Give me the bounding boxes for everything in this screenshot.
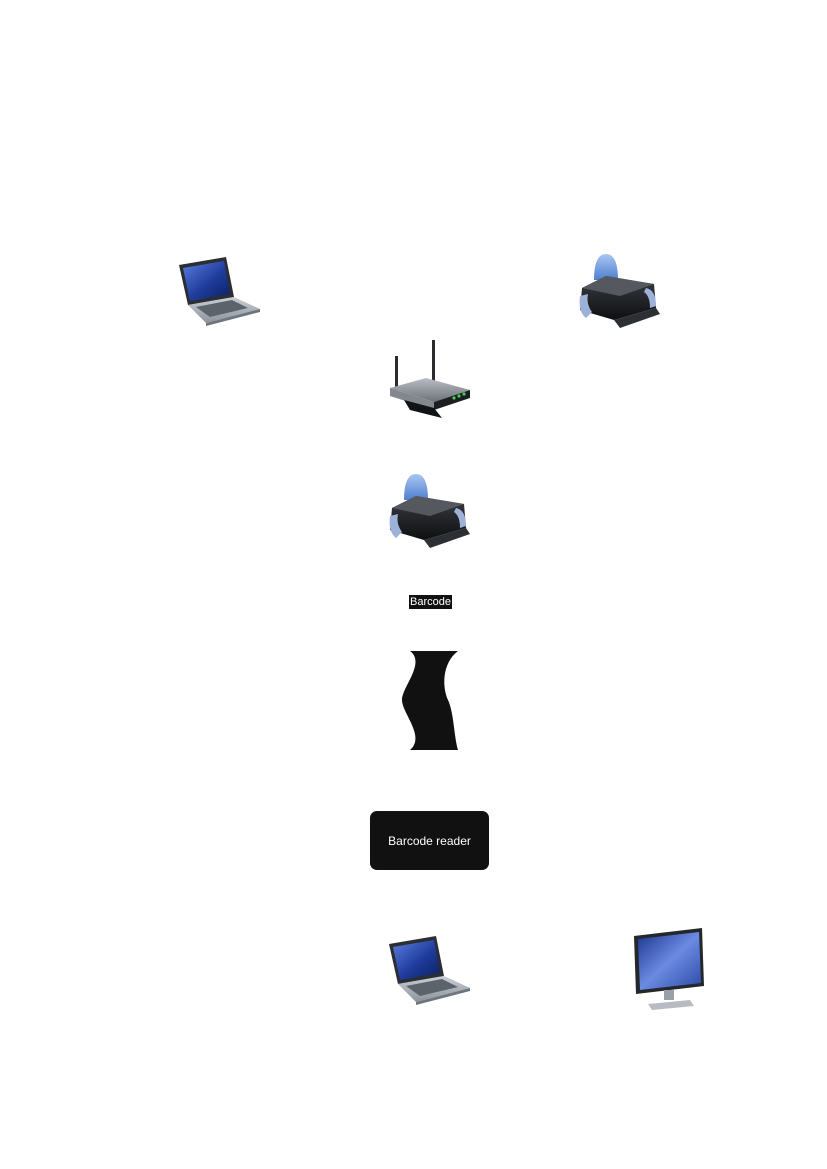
- printer-icon: [386, 472, 472, 550]
- printer-icon: [576, 252, 662, 330]
- laptop-icon: [176, 255, 262, 327]
- barcode-label: Barcode: [409, 595, 452, 609]
- barcode-reader-box: Barcode reader: [370, 811, 489, 870]
- barcode-reader-label: Barcode reader: [388, 833, 471, 848]
- laptop-icon: [386, 934, 472, 1006]
- monitor-icon: [632, 928, 706, 1010]
- wireless-router-icon: [386, 338, 472, 422]
- barcode-wave-shape: [400, 650, 460, 751]
